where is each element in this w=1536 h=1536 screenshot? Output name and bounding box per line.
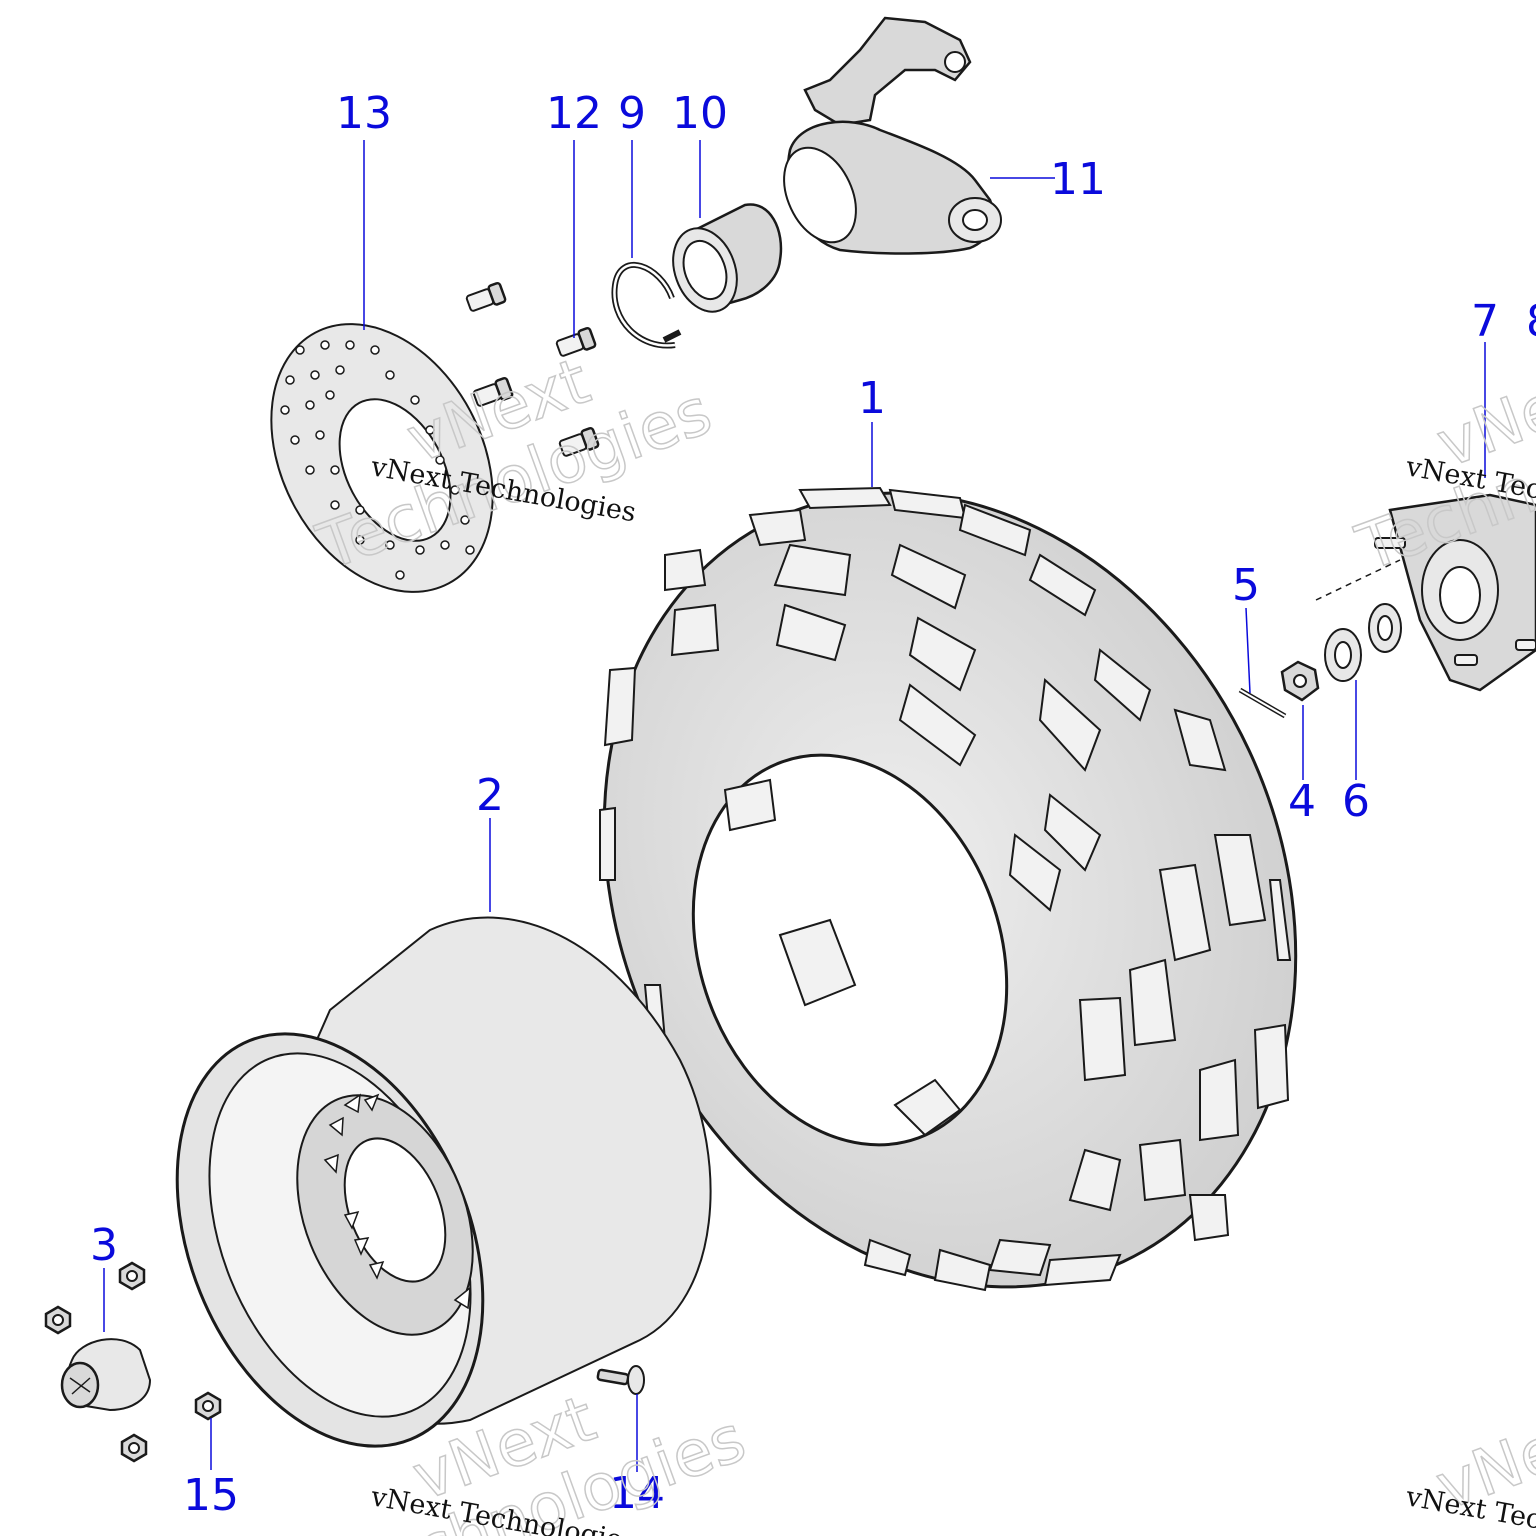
wheel-hub-part (1374, 493, 1536, 692)
callout-12: 12 (546, 88, 602, 139)
callout-1: 1 (858, 373, 886, 424)
tire-part (599, 486, 1298, 1292)
callout-2: 2 (476, 770, 504, 821)
callout-7: 7 (1471, 296, 1499, 347)
cotter-pin-part (1238, 687, 1287, 719)
leader-lines (103, 140, 1486, 1472)
callout-6: 6 (1342, 776, 1370, 827)
rim-part (175, 916, 712, 1448)
callout-13: 13 (336, 88, 392, 139)
hub-cap-part (60, 1338, 152, 1412)
callout-4: 4 (1288, 776, 1316, 827)
assembly-axis-line (1315, 559, 1401, 601)
callout-3: 3 (90, 1220, 118, 1271)
valve-stem-part (596, 1365, 645, 1395)
washer-part (1324, 603, 1402, 682)
castle-nut-part (1280, 660, 1320, 702)
brake-disc-bolts (465, 281, 600, 457)
lug-nuts (44, 1261, 222, 1463)
brake-disc-part (270, 323, 494, 593)
callout-15: 15 (183, 1470, 239, 1521)
bearing-part (672, 203, 783, 313)
snap-ring-part (611, 262, 682, 349)
callout-8: 8 (1526, 296, 1536, 347)
callout-10: 10 (672, 88, 728, 139)
callout-5: 5 (1232, 560, 1260, 611)
callout-14: 14 (609, 1468, 665, 1519)
knuckle-part (783, 16, 1002, 255)
callout-11: 11 (1050, 154, 1106, 205)
callout-9: 9 (618, 88, 646, 139)
